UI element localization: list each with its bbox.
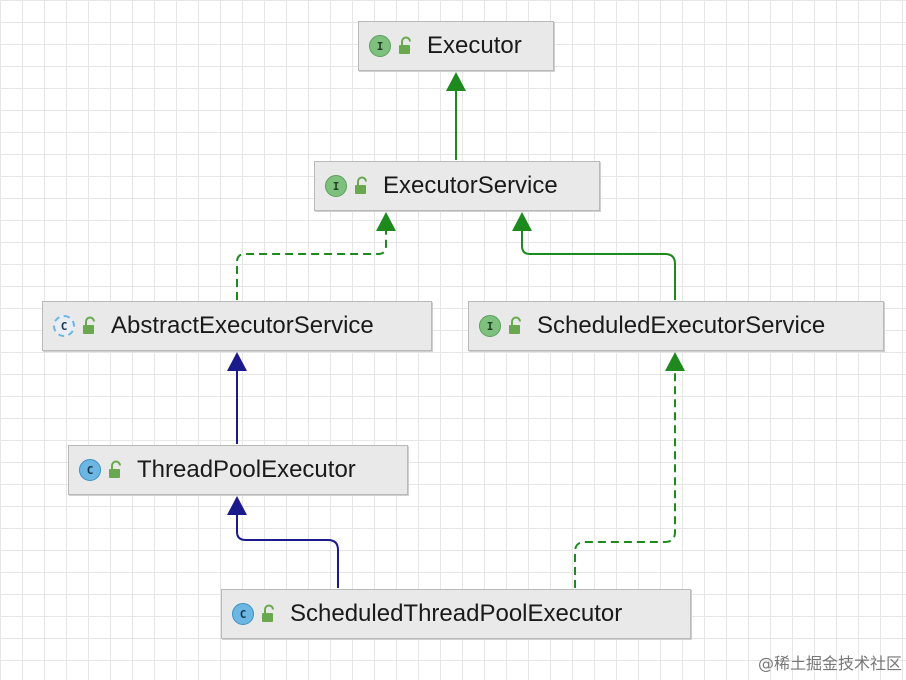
abstract-class-icon: C: [53, 315, 75, 337]
arrowhead-executorservice-right: [512, 212, 532, 231]
node-label: ExecutorService: [383, 172, 558, 199]
node-label: ThreadPoolExecutor: [137, 456, 356, 483]
arrowhead-threadpoolexecutor: [227, 496, 247, 515]
arrowhead-scheduledexecutorservice: [665, 352, 685, 371]
unlocked-padlock-icon: [109, 460, 121, 478]
interface-icon: I: [325, 175, 347, 197]
node-scheduled-thread-pool-executor[interactable]: C ScheduledThreadPoolExecutor: [221, 589, 691, 639]
watermark: @稀土掘金技术社区: [757, 654, 902, 673]
node-abstract-executor-service[interactable]: C AbstractExecutorService: [42, 301, 432, 351]
node-scheduled-executor-service[interactable]: I ScheduledExecutorService: [468, 301, 884, 351]
interface-icon: I: [369, 35, 391, 57]
node-executor-service[interactable]: I ExecutorService: [314, 161, 600, 211]
node-label: AbstractExecutorService: [111, 312, 374, 339]
unlocked-padlock-icon: [509, 316, 521, 334]
arrowhead-executor: [446, 72, 466, 91]
node-thread-pool-executor[interactable]: C ThreadPoolExecutor: [68, 445, 408, 495]
unlocked-padlock-icon: [355, 176, 367, 194]
edge-scheduledexecutorservice-executorservice: [521, 230, 676, 300]
unlocked-padlock-icon: [83, 316, 95, 334]
node-label: ScheduledThreadPoolExecutor: [290, 600, 623, 627]
unlocked-padlock-icon: [399, 36, 411, 54]
node-label: ScheduledExecutorService: [537, 312, 826, 339]
arrowhead-abstractexecutorservice: [227, 352, 247, 371]
edge-scheduledthreadpoolexecutor-threadpoolexecutor: [236, 514, 339, 588]
class-icon: C: [79, 459, 101, 481]
class-icon: C: [232, 603, 254, 625]
edge-scheduledthreadpoolexecutor-scheduledexecutorservice: [574, 370, 676, 588]
edge-abstractexecutorservice-executorservice: [236, 230, 387, 300]
node-label: Executor: [427, 32, 522, 59]
node-executor[interactable]: I Executor: [358, 21, 554, 71]
unlocked-padlock-icon: [262, 604, 274, 622]
interface-icon: I: [479, 315, 501, 337]
arrowhead-executorservice-left: [376, 212, 396, 231]
